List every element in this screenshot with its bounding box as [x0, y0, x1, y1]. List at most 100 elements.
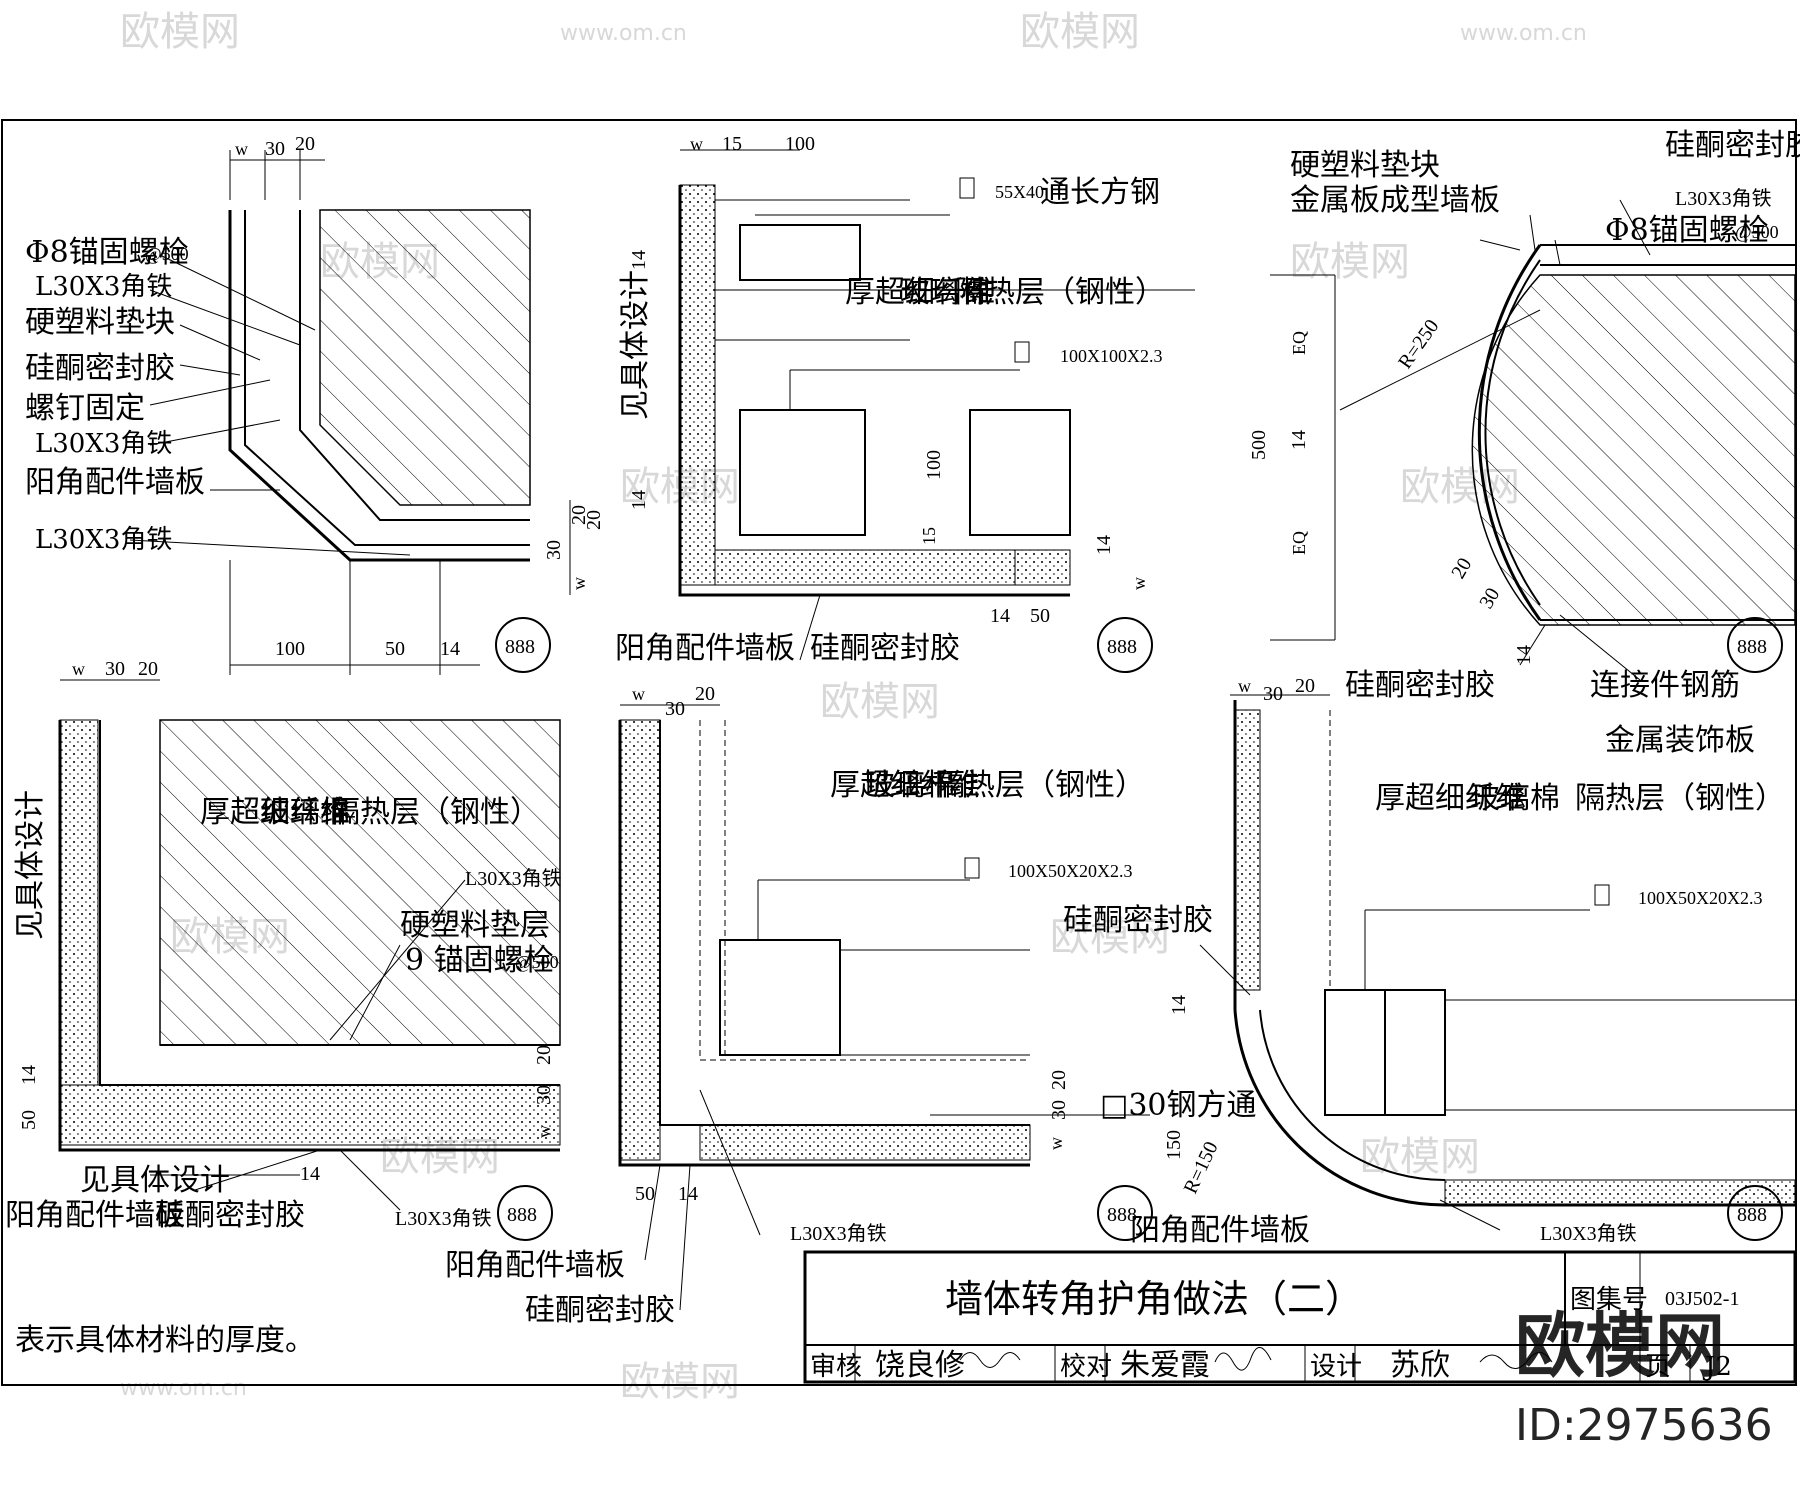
- dim: 50: [635, 1183, 655, 1205]
- watermark-brand: 欧模网: [1020, 9, 1140, 55]
- callout: 玻璃棉: [900, 275, 990, 310]
- dim: 150: [1163, 1130, 1185, 1160]
- atlas-label: 图集号: [1570, 1285, 1648, 1315]
- watermark-url: www.om.cn: [560, 21, 687, 46]
- callout: 9 锚固螺栓: [405, 943, 554, 978]
- callout: 隔热层（钢性）: [1575, 781, 1785, 816]
- dim: 30: [1263, 683, 1283, 705]
- insulation-layer: [699, 1124, 1031, 1161]
- insulation-layer: [59, 719, 99, 1086]
- brand-logo: 欧模网 ID:2975636: [1515, 1305, 1773, 1451]
- callout: 厚超细纤维: [845, 275, 995, 310]
- detail-badge-label: 888: [1737, 636, 1767, 658]
- detail-badge-label: 888: [1107, 1204, 1137, 1226]
- insulation-layer: [1014, 549, 1071, 586]
- atlas-number: 03J502-1: [1665, 1288, 1739, 1310]
- callout: @500: [515, 952, 559, 972]
- callout: Φ8锚固螺栓: [25, 235, 189, 270]
- watermark-brand: 欧模网: [120, 9, 240, 55]
- callout: 金属板成型墙板: [1290, 183, 1500, 218]
- callout: □30钢方通: [1100, 1088, 1257, 1123]
- dim: w: [534, 1125, 554, 1138]
- detail-badge: [495, 617, 551, 673]
- steel-tube: [969, 409, 1071, 536]
- dim: 100: [785, 133, 815, 155]
- footnote: 表示具体材料的厚度。: [15, 1323, 315, 1358]
- watermark-brand: 欧模网: [1360, 1134, 1480, 1180]
- callout: L30X3角铁: [1675, 187, 1772, 210]
- dim: 30: [1475, 584, 1504, 612]
- page-number: J2: [1702, 1352, 1732, 1382]
- logo-id: ID:2975636: [1515, 1400, 1773, 1451]
- callout: 硅酮密封胶: [810, 631, 960, 666]
- dim: 20: [533, 1045, 555, 1065]
- designer: 苏欣: [1390, 1348, 1450, 1383]
- callout: R=150: [1180, 1138, 1223, 1197]
- dim: 20: [1295, 675, 1315, 697]
- watermark-brand: 欧模网: [620, 1359, 740, 1405]
- concrete-wall: [319, 209, 531, 506]
- dim: 30: [533, 1085, 555, 1105]
- callout: 螺钉固定: [25, 391, 145, 426]
- callout: 厚超细纤维: [200, 795, 350, 830]
- callout: 玻璃棉: [1470, 781, 1560, 816]
- callout: 阳角配件墙板: [5, 1198, 185, 1233]
- dim: 14: [628, 250, 650, 270]
- checker: 朱爱霞: [1120, 1348, 1210, 1383]
- dim: 20: [568, 505, 590, 525]
- callout: 100X50X20X2.3: [1638, 888, 1763, 908]
- callout: L30X3角铁: [35, 429, 172, 459]
- callout: 硅酮密封胶: [25, 351, 175, 386]
- dim: w: [1129, 577, 1149, 590]
- callout: Φ8锚固螺栓: [1605, 213, 1769, 248]
- dim: 30: [105, 658, 125, 680]
- detail-badge-label: 888: [1737, 1204, 1767, 1226]
- dim: 14: [990, 605, 1010, 627]
- callout: 硅酮密封胶: [525, 1293, 675, 1328]
- watermark-url: www.om.cn: [1460, 21, 1587, 46]
- callout: L30X3角铁: [790, 1222, 887, 1245]
- dim: 50: [18, 1110, 40, 1130]
- watermark-brand: 欧模网: [1290, 239, 1410, 285]
- callout: @500: [1735, 222, 1779, 242]
- callout: 硅酮密封胶: [1063, 903, 1213, 938]
- page-label: 页: [1645, 1352, 1671, 1382]
- steel-tube: [739, 224, 861, 281]
- dim: w: [569, 577, 589, 590]
- reviewer-signature: [959, 1352, 1021, 1368]
- callout: 隔热层（钢性）: [935, 768, 1145, 803]
- dim: 20: [138, 658, 158, 680]
- detail-4: w 30 20 见具体设计 厚超细纤维 玻璃棉 隔热层（钢性） L30X3角铁 …: [5, 658, 562, 1241]
- callout: 阳角配件墙板: [25, 465, 205, 500]
- callout: 连接件钢筋: [1590, 668, 1740, 703]
- dim: 14: [440, 638, 460, 660]
- callout: 厚超细纤维: [830, 768, 980, 803]
- reviewer: 饶良修: [875, 1348, 965, 1383]
- callout: L30X3角铁: [35, 272, 172, 302]
- dim: 30: [265, 138, 285, 160]
- dim: 15: [722, 133, 742, 155]
- dim: 30: [543, 540, 565, 560]
- detail-badge-label: 888: [1107, 636, 1137, 658]
- dim: 20: [583, 510, 605, 530]
- watermark-url: www.om.cn: [120, 1376, 247, 1401]
- callout: 阳角配件墙板: [1130, 1213, 1310, 1248]
- detail-6: w 30 20 厚超细纤维 玻璃棉 隔热层（钢性） 100X50X20X2.3 …: [1063, 675, 1796, 1248]
- dim: 14: [18, 1065, 40, 1085]
- detail-badge-label: 888: [507, 1204, 537, 1226]
- insulation-layer: [1234, 709, 1261, 991]
- callout: L30X3角铁: [465, 867, 562, 890]
- callout: L30X3角铁: [1540, 1222, 1637, 1245]
- dim: 14: [1513, 645, 1535, 665]
- callout: 硅酮密封胶: [1345, 668, 1495, 703]
- callout: 阳角配件墙板: [445, 1248, 625, 1283]
- detail-badge: [1727, 1185, 1783, 1241]
- detail-badge: [497, 1185, 553, 1241]
- dim: 14: [300, 1163, 320, 1185]
- dim: 50: [1030, 605, 1050, 627]
- detail-2: w 15 100 55X40 通长方钢 厚超细纤维 玻璃棉 隔热层（钢性） 10…: [583, 133, 1195, 673]
- watermark-brand: 欧模网: [1050, 914, 1170, 960]
- callout: 100X50X20X2.3: [1008, 861, 1133, 881]
- callout: 见具体设计: [618, 270, 653, 420]
